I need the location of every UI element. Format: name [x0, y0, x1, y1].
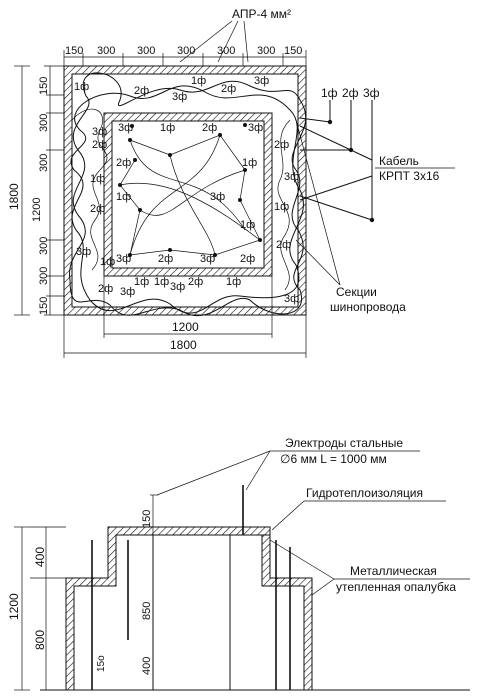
phase-label: 3ф — [92, 126, 107, 138]
dim-left-6: 150 — [38, 297, 50, 315]
dim-top-3: 300 — [177, 45, 195, 57]
legend-phase-1: 1ф — [321, 86, 338, 100]
dim-top-5: 300 — [257, 45, 275, 57]
legend-phase-3: 3ф — [363, 86, 380, 100]
phase-label: 2ф — [188, 276, 203, 288]
phase-label: 1ф — [160, 122, 175, 134]
phase-label: 2ф — [98, 283, 113, 295]
section-dim-left-1: 1200 — [7, 593, 21, 620]
cable-label-2: КРПТ 3х16 — [379, 169, 440, 183]
phase-label: 1ф — [154, 276, 169, 288]
phase-label: 3ф — [116, 253, 131, 265]
phase-label: 1ф — [116, 191, 131, 203]
inner-phase-labels: 3ф 1ф 2ф 3ф 2ф 1ф 1ф 3ф 2ф 3ф 2ф 1ф 3ф — [116, 122, 263, 265]
dim-top-0: 150 — [65, 45, 83, 57]
formwork-label-1: Металлическая — [350, 564, 437, 578]
sections-label-1: Секции — [336, 285, 377, 299]
phase-label: 3ф — [284, 293, 299, 305]
section-left-dimension: 400 1200 800 — [7, 526, 66, 691]
wire-leaders — [179, 20, 249, 63]
phase-label: 3ф — [210, 191, 225, 203]
cable-label-1: Кабель — [379, 154, 419, 168]
phase-label: 3ф — [254, 75, 269, 87]
electrodes-label-2: ∅6 мм L = 1000 мм — [280, 452, 387, 466]
sections-label: Секции шинопровода — [295, 119, 406, 314]
sections-label-2: шинопровода — [330, 300, 406, 314]
section-dim-left-2: 800 — [33, 630, 47, 650]
phase-label: 2ф — [276, 239, 291, 251]
legend-phase-2: 2ф — [342, 86, 359, 100]
phase-label: 3ф — [284, 171, 299, 183]
dim-bottom-inner: 1200 — [172, 320, 199, 334]
dim-small: 15о — [96, 655, 107, 672]
dim-top-1: 300 — [97, 45, 115, 57]
phase-label: 1ф — [274, 201, 289, 213]
phase-label: 3ф — [170, 281, 185, 293]
center-dimension: 150 850 400 15о — [96, 494, 158, 690]
cable-label: Кабель КРПТ 3х16 — [375, 154, 455, 183]
phase-label: 2ф — [134, 85, 149, 97]
electrodes — [91, 485, 291, 690]
phase-label: 1ф — [226, 276, 241, 288]
phase-label: 2ф — [202, 122, 217, 134]
outer-phase-labels: 1ф 2ф 3ф 1ф 2ф 3ф 2ф 1ф 2ф 3ф 1ф 2ф 3ф 1… — [74, 75, 299, 305]
dim-top-6: 150 — [284, 45, 302, 57]
phase-label: 3ф — [172, 91, 187, 103]
inner-star-wiring — [118, 123, 262, 257]
phase-label: 3ф — [118, 122, 133, 134]
dim-bottom-outer: 1800 — [170, 338, 197, 352]
phase-label: 1ф — [100, 256, 115, 268]
dim-top-4: 300 — [217, 45, 235, 57]
phase-label: 2ф — [240, 253, 255, 265]
dim-left-0: 150 — [38, 77, 50, 95]
phase-label: 3ф — [120, 286, 135, 298]
dim-left-3: 1200 — [31, 198, 43, 222]
phase-label: 1ф — [242, 157, 257, 169]
dim-left-2: 300 — [38, 154, 50, 172]
phase-label: 2ф — [274, 139, 289, 151]
dim-overall-left: 1800 — [7, 183, 21, 210]
bottom-dimensions: 1200 1800 — [63, 276, 307, 358]
formwork-label-2: утепленная опалубка — [336, 580, 456, 594]
outer-wire-loops — [69, 72, 307, 317]
phase-legend: 1ф 2ф 3ф — [299, 86, 380, 223]
wire-label: АПР-4 мм² — [232, 7, 291, 21]
phase-label: 2ф — [158, 253, 173, 265]
insulation-label: Гидротеплоизоляция — [271, 486, 446, 531]
dim-left-5: 300 — [38, 267, 50, 285]
formwork-right — [261, 527, 313, 691]
left-dimension: 150 300 300 1200 300 300 150 1800 — [7, 65, 64, 316]
phase-label: 2ф — [221, 83, 236, 95]
section-dim-left-0: 400 — [33, 547, 47, 567]
phase-label: 2ф — [116, 157, 131, 169]
dim-center-1: 850 — [141, 602, 153, 620]
phase-label: 2ф — [90, 203, 105, 215]
dim-center-2: 400 — [141, 657, 153, 675]
phase-label: 1ф — [134, 276, 149, 288]
phase-label: 2ф — [92, 139, 107, 151]
electrode-label: Электроды стальные ∅6 мм L = 1000 мм — [156, 436, 420, 496]
phase-label: 1ф — [74, 81, 89, 93]
dim-top-2: 300 — [137, 45, 155, 57]
phase-label: 3ф — [76, 246, 91, 258]
dim-center-0: 150 — [141, 510, 153, 528]
phase-label: 1ф — [240, 219, 255, 231]
phase-label: 1ф — [90, 173, 105, 185]
top-view: 150 300 300 300 300 300 150 АПР-4 мм² — [7, 7, 455, 358]
dim-left-1: 300 — [38, 114, 50, 132]
insulation-label-text: Гидротеплоизоляция — [306, 486, 423, 500]
dim-left-4: 300 — [38, 237, 50, 255]
phase-label: 3ф — [248, 122, 263, 134]
section-view: 150 850 400 15о 400 1200 800 Электроды с… — [7, 436, 470, 691]
formwork-label: Металлическая утепленная опалубка — [269, 539, 470, 596]
electrodes-label-1: Электроды стальные — [285, 436, 403, 450]
phase-label: 1ф — [191, 75, 206, 87]
phase-label: 3ф — [200, 253, 215, 265]
top-dimension: 150 300 300 300 300 300 150 — [63, 45, 307, 66]
